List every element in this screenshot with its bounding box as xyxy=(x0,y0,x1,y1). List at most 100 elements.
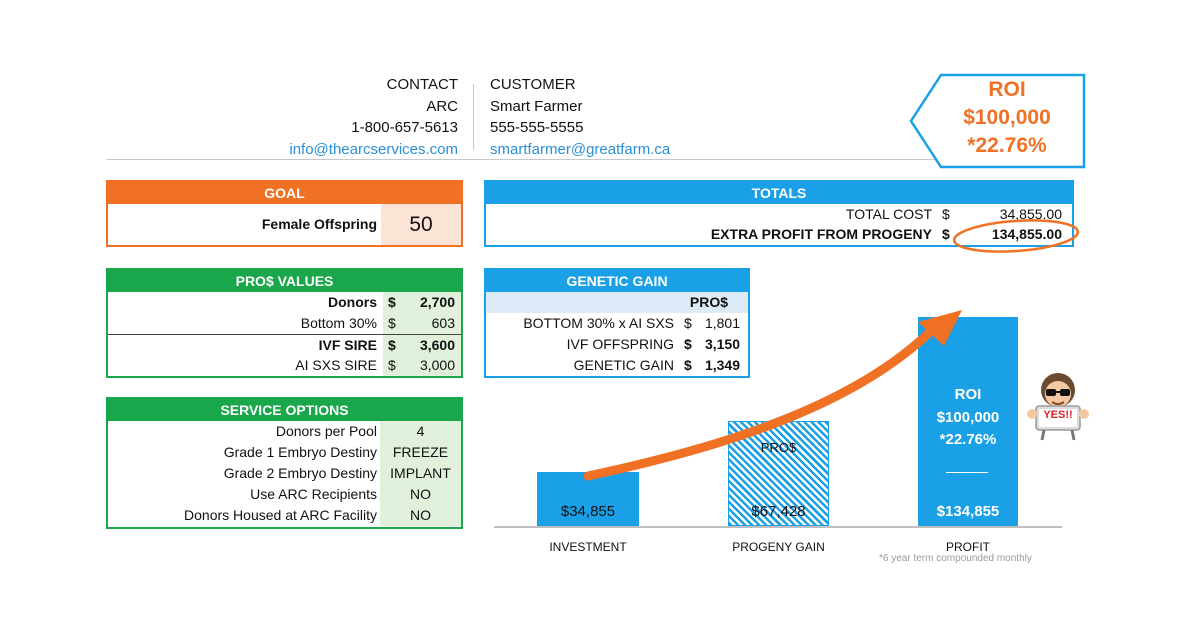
totals-currency: $ xyxy=(942,206,950,222)
customer-heading: CUSTOMER xyxy=(490,76,576,93)
service-option-value: NO xyxy=(410,486,431,502)
genetic-gain-row: BOTTOM 30% x AI SXS $ 1,801 xyxy=(486,313,748,334)
genetic-gain-row: IVF OFFSPRING $ 3,150 xyxy=(486,334,748,355)
genetic-gain-currency: $ xyxy=(684,315,692,331)
genetic-gain-column-header: PRO$ xyxy=(689,294,728,310)
service-option-label: Use ARC Recipients xyxy=(250,486,377,502)
customer-block: CUSTOMER Smart Farmer 555-555-5555 smart… xyxy=(490,74,750,160)
header-divider xyxy=(473,84,474,150)
chart-baseline xyxy=(494,526,1062,528)
service-option-input[interactable] xyxy=(380,421,461,442)
yes-sticker-icon xyxy=(1027,373,1089,441)
bar-investment[interactable] xyxy=(537,472,639,526)
goal-header: GOAL xyxy=(108,182,461,204)
totals-label: TOTAL COST xyxy=(845,206,932,222)
chart-footnote: *6 year term compounded monthly xyxy=(879,553,1032,564)
pros-currency: $ xyxy=(388,357,396,373)
pros-row: Donors $ 2,700 xyxy=(108,292,461,313)
genetic-gain-panel: GENETIC GAIN PRO$ BOTTOM 30% x AI SXS $ … xyxy=(484,268,750,378)
totals-value: 34,855.00 xyxy=(999,206,1062,222)
pros-row: Bottom 30% $ 603 xyxy=(108,313,461,334)
pros-currency: $ xyxy=(388,315,396,331)
service-option-input[interactable] xyxy=(380,484,461,505)
service-option-row: Donors Housed at ARC Facility NO xyxy=(108,505,461,526)
genetic-gain-label: BOTTOM 30% x AI SXS xyxy=(523,315,674,331)
customer-email-link[interactable]: smartfarmer@greatfarm.ca xyxy=(490,140,671,158)
genetic-gain-currency: $ xyxy=(684,357,692,373)
pros-row: AI SXS SIRE $ 3,000 xyxy=(108,355,461,376)
service-option-label: Donors per Pool xyxy=(275,423,377,439)
roi-badge: ROI $100,000 *22.76% xyxy=(945,76,1069,160)
bar-progeny-gain[interactable] xyxy=(728,421,829,526)
totals-label: EXTRA PROFIT FROM PROGENY xyxy=(710,226,932,242)
service-option-row: Donors per Pool 4 xyxy=(108,421,461,442)
genetic-gain-column-row: PRO$ xyxy=(486,292,748,313)
goal-panel: GOAL Female Offspring 50 xyxy=(106,180,463,247)
customer-name: Smart Farmer xyxy=(490,97,583,115)
genetic-gain-row: GENETIC GAIN $ 1,349 xyxy=(486,355,748,376)
profit-annotation-percent: *22.76% xyxy=(939,431,997,448)
service-option-value: IMPLANT xyxy=(390,465,451,481)
service-option-row: Grade 2 Embryo Destiny IMPLANT xyxy=(108,463,461,484)
contact-email-link[interactable]: info@thearcservices.com xyxy=(289,140,458,158)
profit-annotation-amount: $100,000 xyxy=(936,409,1000,426)
totals-panel: TOTALS TOTAL COST $ 34,855.00 EXTRA PROF… xyxy=(484,180,1074,247)
yes-sticker-text: YES!! xyxy=(1043,409,1073,421)
customer-phone: 555-555-5555 xyxy=(490,119,584,136)
contact-block: CONTACT ARC 1-800-657-5613 info@thearcse… xyxy=(250,74,458,160)
pros-label: Bottom 30% xyxy=(300,315,377,331)
pros-value: 2,700 xyxy=(419,294,455,310)
data-label-profit: $134,855 xyxy=(936,503,1000,520)
service-option-value: 4 xyxy=(416,423,425,439)
service-option-label: Grade 2 Embryo Destiny xyxy=(223,465,377,481)
service-option-value: NO xyxy=(410,507,431,523)
profit-annotation-title: ROI xyxy=(954,386,982,403)
service-option-row: Use ARC Recipients NO xyxy=(108,484,461,505)
service-option-input[interactable] xyxy=(380,505,461,526)
genetic-gain-label: GENETIC GAIN xyxy=(573,357,674,373)
pros-currency: $ xyxy=(388,294,396,310)
genetic-gain-value: 3,150 xyxy=(704,336,740,352)
service-option-input[interactable] xyxy=(380,463,461,484)
goal-value: 50 xyxy=(409,213,433,236)
profit-highlight-ellipse xyxy=(952,219,1080,253)
service-option-value: FREEZE xyxy=(392,444,449,460)
totals-row: TOTAL COST $ 34,855.00 xyxy=(486,204,1072,224)
pros-values-header: PRO$ VALUES xyxy=(108,270,461,292)
service-option-label: Donors Housed at ARC Facility xyxy=(184,507,377,523)
contact-heading: CONTACT xyxy=(386,76,458,93)
pros-row: IVF SIRE $ 3,600 xyxy=(108,334,461,355)
totals-row: EXTRA PROFIT FROM PROGENY $ 134,855.00 xyxy=(486,224,1072,244)
service-option-label: Grade 1 Embryo Destiny xyxy=(223,444,377,460)
genetic-gain-value: 1,349 xyxy=(704,357,740,373)
category-label-progeny-gain: PROGENY GAIN xyxy=(732,540,825,554)
pros-label: IVF SIRE xyxy=(318,337,377,353)
pros-value: 603 xyxy=(431,315,455,331)
roi-badge-shape xyxy=(909,73,1086,169)
totals-value: 134,855.00 xyxy=(991,226,1062,242)
pros-currency: $ xyxy=(388,337,396,353)
pros-label: Donors xyxy=(328,294,377,310)
roi-amount: $100,000 xyxy=(963,106,1051,129)
data-label-investment: $34,855 xyxy=(560,503,616,520)
pros-label: AI SXS SIRE xyxy=(295,357,377,373)
roi-percent: *22.76% xyxy=(967,134,1047,157)
bar-profit[interactable] xyxy=(918,317,1018,526)
service-option-input[interactable] xyxy=(380,442,461,463)
pros-value: 3,000 xyxy=(419,357,455,373)
goal-value-input[interactable]: 50 xyxy=(381,204,461,245)
contact-phone: 1-800-657-5613 xyxy=(351,119,458,136)
service-option-row: Grade 1 Embryo Destiny FREEZE xyxy=(108,442,461,463)
goal-label: Female Offspring xyxy=(261,216,377,232)
totals-header: TOTALS xyxy=(486,182,1072,204)
roi-title: ROI xyxy=(988,78,1026,101)
totals-currency: $ xyxy=(942,226,950,242)
genetic-gain-value: 1,801 xyxy=(704,315,740,331)
service-options-panel: SERVICE OPTIONS Donors per Pool 4 Grade … xyxy=(106,397,463,529)
category-label-profit: PROFIT xyxy=(946,540,990,554)
service-options-header: SERVICE OPTIONS xyxy=(108,399,461,421)
header-underline xyxy=(107,159,935,160)
genetic-gain-label: IVF OFFSPRING xyxy=(566,336,674,352)
genetic-gain-currency: $ xyxy=(684,336,692,352)
pros-value: 3,600 xyxy=(419,337,455,353)
